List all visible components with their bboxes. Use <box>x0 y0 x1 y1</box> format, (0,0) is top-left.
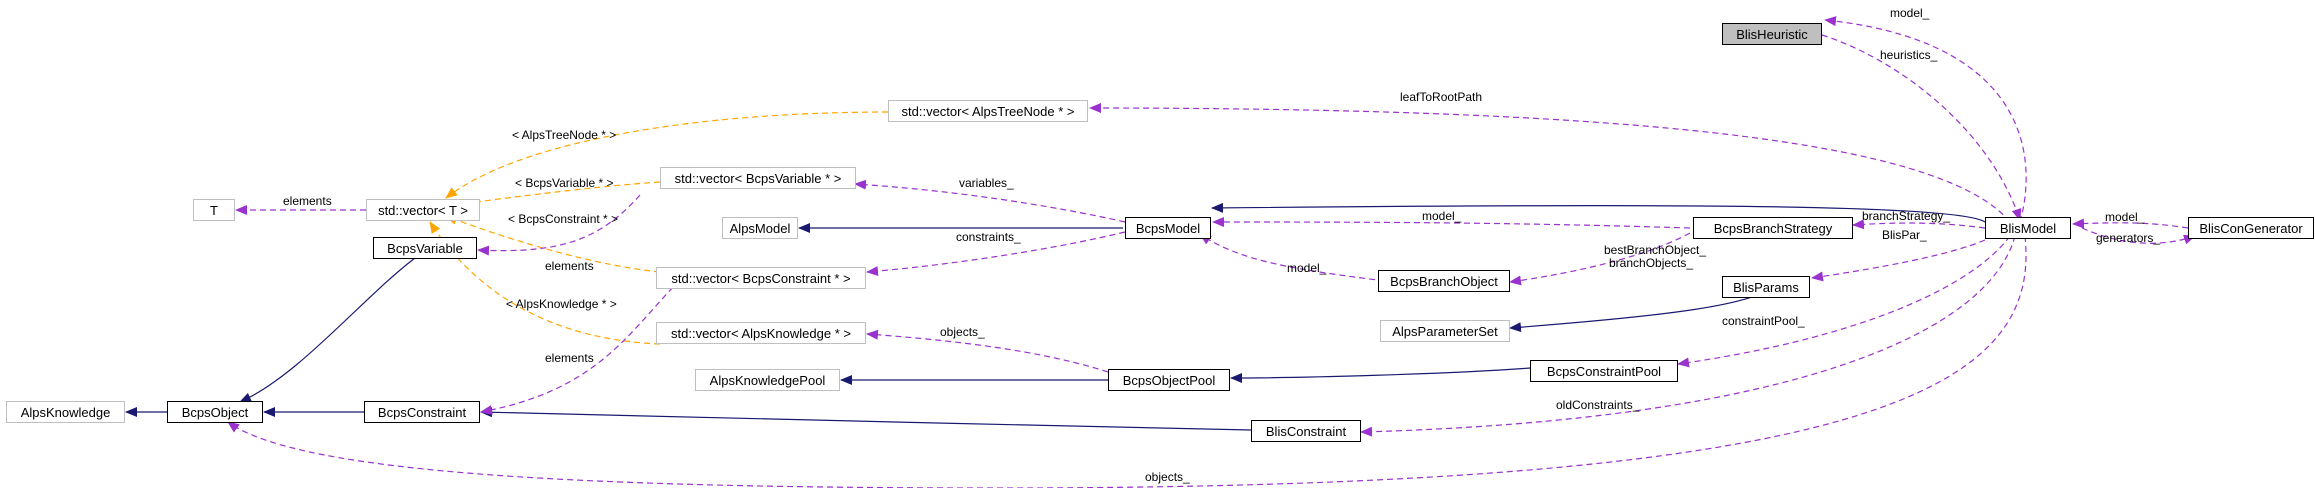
edge-blisheuristic-heuristics-blismodel <box>1821 34 2022 221</box>
edge-branchobject-bestbranchobject <box>1509 232 1691 286</box>
node-vector-alps-tree-node[interactable]: std::vector< AlpsTreeNode * > <box>888 100 1088 122</box>
edge-bcpsconstraintpool-inherits-bcpsobjectpool <box>1230 367 1531 383</box>
edge-bcpsvariable-variables-bcpsmodel <box>854 179 1126 223</box>
label-model-branch: model_ <box>1422 209 1462 223</box>
node-vector-bcps-constraint[interactable]: std::vector< BcpsConstraint * > <box>656 267 866 289</box>
edge-vector-bcpsvariable-template <box>445 181 661 210</box>
label-objects-bottom: objects_ <box>1145 470 1190 484</box>
node-bcps-object-pool[interactable]: BcpsObjectPool <box>1108 369 1230 391</box>
label-generators: generators_ <box>2096 231 2161 245</box>
edge-blismodel-model-blisconGenerator <box>2072 218 2189 229</box>
label-elements-t: elements <box>283 194 332 208</box>
label-constraints: constraints_ <box>956 230 1021 244</box>
node-vector-t[interactable]: std::vector< T > <box>366 199 480 221</box>
edge-blismodel-oldconstraints-blisconstraint <box>1360 235 2016 437</box>
edge-blismodel-constraintpool <box>1677 235 2011 368</box>
edge-blisparams-blismodel <box>1811 239 1986 282</box>
node-vector-bcps-variable[interactable]: std::vector< BcpsVariable * > <box>660 167 856 189</box>
label-elements-var: elements <box>545 259 594 273</box>
node-alps-knowledge[interactable]: AlpsKnowledge <box>6 401 125 423</box>
node-alps-model[interactable]: AlpsModel <box>722 217 798 239</box>
node-bcps-constraint[interactable]: BcpsConstraint <box>364 401 480 423</box>
node-bcps-branch-object[interactable]: BcpsBranchObject <box>1378 270 1510 292</box>
node-bcps-variable[interactable]: BcpsVariable <box>373 237 477 259</box>
edge-bcpsmodel-model-branchstrategy <box>1212 217 1691 229</box>
edge-bcpsvariable-inherits-bcpsobject <box>239 257 416 403</box>
node-blis-model[interactable]: BlisModel <box>1985 217 2071 239</box>
edge-blismodel-leaftorootpath-vector <box>1089 103 2011 223</box>
label-elements-con: elements <box>545 351 594 365</box>
label-branch-objects: branchObjects_ <box>1609 256 1694 270</box>
node-blis-heuristic[interactable]: BlisHeuristic <box>1722 23 1822 45</box>
edge-blismodel-model-blisheuristic <box>1824 16 2027 223</box>
label-heuristics: heuristics_ <box>1880 48 1938 62</box>
edge-vector-alpstreenode-template <box>445 111 889 199</box>
label-bcps-constraint-param: < BcpsConstraint * > <box>508 212 619 226</box>
label-alps-knowledge-param: < AlpsKnowledge * > <box>506 297 617 311</box>
node-alps-knowledge-pool[interactable]: AlpsKnowledgePool <box>695 369 840 391</box>
node-blis-params[interactable]: BlisParams <box>1722 276 1810 298</box>
label-old-constraints: oldConstraints_ <box>1556 398 1640 412</box>
label-blis-par: BlisPar_ <box>1882 228 1927 242</box>
node-t[interactable]: T <box>193 199 235 221</box>
label-model-top: model_ <box>1890 6 1930 20</box>
edge-branchstrategy-blismodel <box>1852 219 1986 230</box>
label-objects-pool: objects_ <box>940 325 985 339</box>
edge-blismodel-model-branchobject <box>1199 233 1386 282</box>
node-bcps-constraint-pool[interactable]: BcpsConstraintPool <box>1530 360 1678 382</box>
label-model-gen: model_ <box>2105 210 2145 224</box>
node-blis-constraint[interactable]: BlisConstraint <box>1251 420 1361 442</box>
edge-vector-bcpsconstraint-template <box>445 215 661 273</box>
label-variables: variables_ <box>959 176 1014 190</box>
label-leaf-to-root-path: leafToRootPath <box>1400 90 1483 104</box>
node-alps-parameter-set[interactable]: AlpsParameterSet <box>1380 320 1510 342</box>
node-bcps-branch-strategy[interactable]: BcpsBranchStrategy <box>1693 217 1853 239</box>
edge-blismodel-objects-bcpsobject <box>227 235 2027 488</box>
edge-blisconGenerator-generators-blismodel <box>2081 227 2196 245</box>
node-vector-alps-knowledge[interactable]: std::vector< AlpsKnowledge * > <box>656 322 866 344</box>
edge-blismodel-inherits-bcpsmodel <box>1211 202 1986 223</box>
node-blis-con-generator[interactable]: BlisConGenerator <box>2188 217 2314 239</box>
edge-blisconstraint-inherits-bcpsconstraint <box>480 407 1252 431</box>
node-bcps-object[interactable]: BcpsObject <box>167 401 263 423</box>
edge-bcpsobject-elements-bcpsvariable <box>477 194 641 256</box>
label-alps-tree-node-param: < AlpsTreeNode * > <box>512 128 617 142</box>
node-bcps-model[interactable]: BcpsModel <box>1125 217 1211 239</box>
label-branch-strategy: branchStrategy_ <box>1862 209 1951 223</box>
edge-bcpsknowledge-objects-bcpsobjectpool <box>866 329 1109 373</box>
label-model-obj: model_ <box>1287 261 1327 275</box>
edge-bcpsconstraint-elements-vector <box>480 279 681 415</box>
label-best-branch-object: bestBranchObject_ <box>1604 243 1707 257</box>
label-bcps-variable-param: < BcpsVariable * > <box>515 176 614 190</box>
label-constraint-pool: constraintPool_ <box>1722 314 1805 328</box>
edge-bcpsconstraint-constraints-bcpsmodel <box>866 231 1126 277</box>
